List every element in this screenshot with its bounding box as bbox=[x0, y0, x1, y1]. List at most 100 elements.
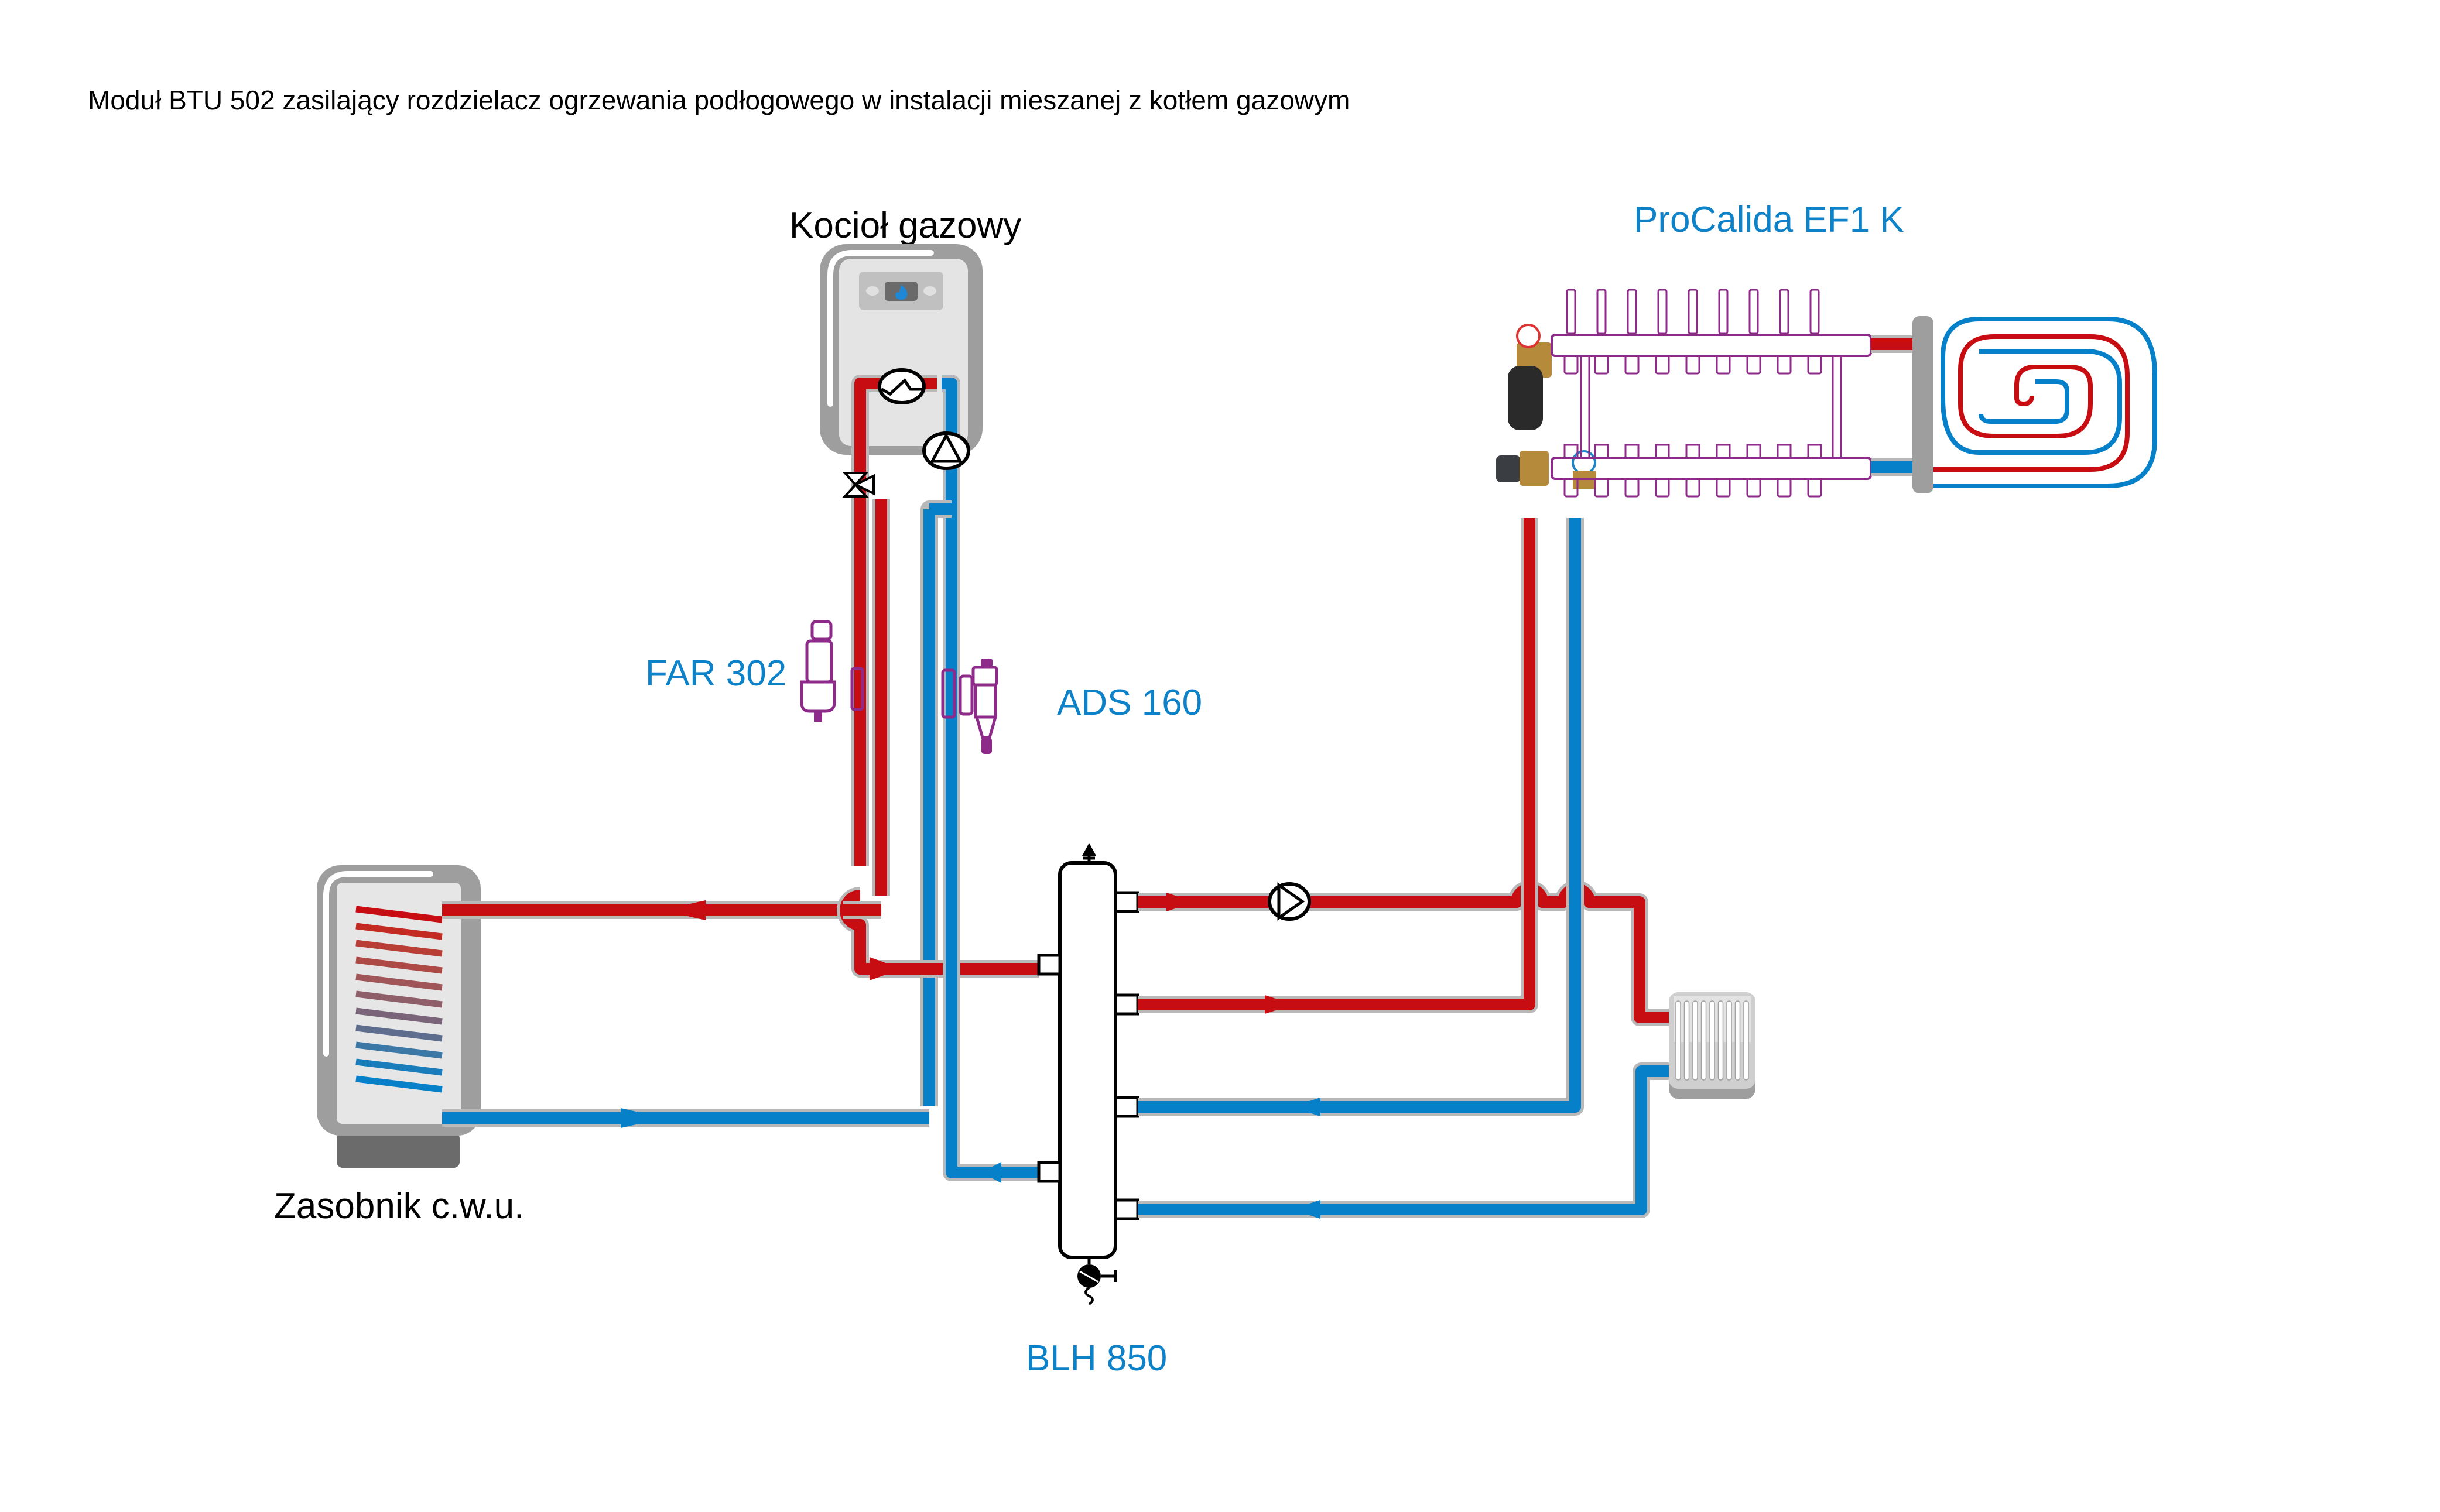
manifold-bracket bbox=[1832, 355, 1842, 459]
flow-arrow-left bbox=[1291, 1200, 1320, 1219]
manifold-outlet bbox=[1624, 478, 1640, 498]
radiator-fin bbox=[1717, 1000, 1724, 1081]
tank-coil bbox=[355, 906, 443, 1093]
manifold-outlet bbox=[1685, 478, 1700, 498]
drain-valve-icon bbox=[1077, 1257, 1117, 1305]
manifold-outlet bbox=[1746, 478, 1761, 498]
tank-coil-turn bbox=[355, 940, 443, 957]
manifold-outlet bbox=[1807, 478, 1822, 498]
dhw-tank bbox=[317, 865, 481, 1168]
return-valve bbox=[1655, 444, 1670, 459]
tank-coil-turn bbox=[355, 990, 443, 1008]
manifold-outlet bbox=[1624, 355, 1640, 375]
radiator-fin bbox=[1734, 1000, 1741, 1081]
manifold-label: ProCalida EF1 K bbox=[1634, 200, 1904, 240]
manifold-return-bar bbox=[1551, 457, 1872, 480]
radiator-fin bbox=[1683, 1000, 1690, 1081]
tank-coil-turn bbox=[355, 973, 443, 991]
manifold-outlet bbox=[1685, 355, 1700, 375]
return-valve bbox=[1685, 444, 1700, 459]
flow-meter bbox=[1748, 289, 1759, 335]
tank-pipes bbox=[442, 900, 929, 1128]
thermometer-icon bbox=[1516, 324, 1541, 348]
tank-coil-turn bbox=[355, 1007, 443, 1025]
flame-icon bbox=[895, 284, 908, 300]
manifold-cabinet-edge bbox=[1912, 316, 1933, 493]
radiator-fin bbox=[1700, 1000, 1707, 1081]
manifold-outlet bbox=[1563, 478, 1579, 498]
far302-label: FAR 302 bbox=[645, 653, 787, 694]
flow-meter bbox=[1596, 289, 1607, 335]
boiler-label: Kocioł gazowy bbox=[789, 205, 1022, 246]
flow-arrow-left bbox=[981, 1162, 1001, 1183]
manifold bbox=[1496, 289, 1933, 498]
pipe-crossover bbox=[837, 887, 1040, 1183]
mixing-valve-actuator bbox=[1496, 455, 1521, 482]
tank-coil-turn bbox=[355, 956, 443, 974]
tank-coil-turn bbox=[355, 1075, 443, 1093]
tank-coil-turn bbox=[355, 923, 443, 940]
tank-coil-turn bbox=[355, 1041, 443, 1059]
radiator-fin bbox=[1709, 1000, 1715, 1081]
flow-arrow-right bbox=[1265, 995, 1294, 1014]
return-valve bbox=[1563, 444, 1579, 459]
manifold-supply-bar bbox=[1551, 334, 1872, 357]
manifold-outlet bbox=[1716, 478, 1731, 498]
ads160-label: ADS 160 bbox=[1057, 683, 1203, 723]
hydraulic-separator bbox=[1037, 843, 1139, 1305]
tank-label: Zasobnik c.w.u. bbox=[274, 1186, 525, 1226]
radiator bbox=[1669, 992, 1755, 1099]
flow-meter bbox=[1657, 289, 1668, 335]
radiator-fin bbox=[1675, 1000, 1681, 1081]
tank-coil-turn bbox=[355, 1058, 443, 1076]
flow-meter bbox=[1627, 289, 1637, 335]
manifold-outlet bbox=[1563, 355, 1579, 375]
heat-exchanger-symbol bbox=[878, 368, 926, 404]
ads160-fitting-icon bbox=[941, 659, 998, 754]
manifold-outlet bbox=[1746, 355, 1761, 375]
manifold-outlet bbox=[1655, 478, 1670, 498]
circuit-pump-symbol bbox=[1268, 882, 1311, 921]
manifold-outlet bbox=[1655, 355, 1670, 375]
radiator-fin bbox=[1726, 1000, 1732, 1081]
thermometer-icon bbox=[1572, 450, 1596, 475]
manifold-outlet bbox=[1594, 478, 1609, 498]
gas-boiler bbox=[820, 244, 983, 455]
flow-arrow-right bbox=[621, 1108, 665, 1128]
return-valve bbox=[1716, 444, 1731, 459]
air-vent-icon bbox=[1082, 843, 1096, 863]
flow-arrow-right bbox=[870, 957, 902, 980]
manifold-outlet bbox=[1716, 355, 1731, 375]
floor-heating-loop bbox=[1933, 317, 2157, 488]
radiator-fin bbox=[1692, 1000, 1698, 1081]
boiler-internal-pipes bbox=[851, 375, 960, 1106]
return-valve bbox=[1746, 444, 1761, 459]
radiator-fin bbox=[1743, 1000, 1749, 1081]
return-valve bbox=[1777, 444, 1792, 459]
flow-meter bbox=[1688, 289, 1698, 335]
return-valve bbox=[1594, 444, 1609, 459]
three-way-valve-symbol bbox=[842, 472, 875, 498]
manifold-outlet bbox=[1777, 355, 1792, 375]
secondary-circuits bbox=[1138, 518, 1675, 1219]
return-valve bbox=[1624, 444, 1640, 459]
tank-coil-turn bbox=[355, 1024, 443, 1042]
manifold-bracket bbox=[1580, 355, 1590, 459]
flow-meter bbox=[1809, 289, 1820, 335]
diagram-title: Moduł BTU 502 zasilający rozdzielacz ogr… bbox=[88, 85, 1350, 115]
pump-motor bbox=[1508, 366, 1543, 430]
return-valve bbox=[1807, 444, 1822, 459]
tank-coil-turn bbox=[355, 906, 443, 923]
flow-arrow-left bbox=[1291, 1098, 1320, 1116]
far302-fitting-icon bbox=[800, 620, 864, 722]
flow-meter bbox=[1718, 289, 1729, 335]
manifold-outlet bbox=[1777, 478, 1792, 498]
manifold-outlet bbox=[1807, 355, 1822, 375]
flow-arrow-left bbox=[662, 900, 706, 920]
flow-meter bbox=[1566, 289, 1576, 335]
flow-meter bbox=[1779, 289, 1789, 335]
flow-arrow-right bbox=[1166, 893, 1195, 911]
manifold-outlet bbox=[1594, 355, 1609, 375]
boiler-pump-symbol bbox=[922, 431, 970, 470]
